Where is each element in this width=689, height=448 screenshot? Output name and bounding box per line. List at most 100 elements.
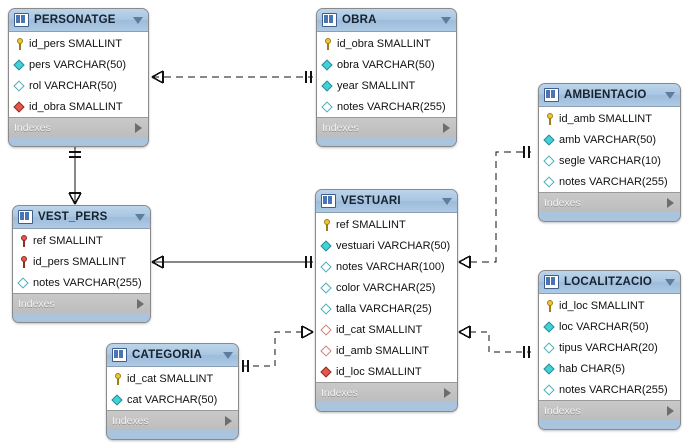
table-obra[interactable]: OBRA id_obra SMALLINT obra VARCHAR(50) y… <box>316 8 457 147</box>
column-row[interactable]: cat VARCHAR(50) <box>107 389 238 410</box>
table-categoria[interactable]: CATEGORIA id_cat SMALLINT cat VARCHAR(50… <box>106 343 239 440</box>
table-footer <box>13 313 150 322</box>
table-header[interactable]: AMBIENTACIO <box>539 84 680 107</box>
column-label: id_amb SMALLINT <box>559 112 652 125</box>
column-row[interactable]: talla VARCHAR(25) <box>316 298 457 319</box>
column-row[interactable]: ref SMALLINT <box>316 214 457 235</box>
column-row[interactable]: color VARCHAR(25) <box>316 277 457 298</box>
table-icon <box>321 194 336 208</box>
table-header[interactable]: VEST_PERS <box>13 206 150 229</box>
relationship-personatge-obra <box>151 70 313 84</box>
table-header[interactable]: PERSONATGE <box>9 9 148 32</box>
table-header[interactable]: CATEGORIA <box>107 344 238 367</box>
relationship-vestuari-categoria <box>241 325 314 372</box>
table-title: VEST_PERS <box>38 211 108 223</box>
column-label: ref SMALLINT <box>33 234 103 247</box>
table-header[interactable]: LOCALITZACIO <box>539 271 680 294</box>
chevron-down-icon[interactable] <box>442 197 452 205</box>
column-label: amb VARCHAR(50) <box>559 133 656 146</box>
column-label: tipus VARCHAR(20) <box>559 341 658 354</box>
relationship-personatge-vest_pers <box>68 145 82 205</box>
column-row[interactable]: id_amb SMALLINT <box>539 108 680 129</box>
table-icon <box>14 13 29 27</box>
column-row[interactable]: amb VARCHAR(50) <box>539 129 680 150</box>
column-label: loc VARCHAR(50) <box>559 320 649 333</box>
column-label: cat VARCHAR(50) <box>127 393 218 406</box>
column-row[interactable]: id_cat SMALLINT <box>316 319 457 340</box>
column-row[interactable]: ref SMALLINT <box>13 230 150 251</box>
column-nullable-icon <box>17 276 29 289</box>
indexes-label: Indexes <box>18 297 55 310</box>
column-list: id_obra SMALLINT obra VARCHAR(50) year S… <box>317 32 456 117</box>
column-row[interactable]: vestuari VARCHAR(50) <box>316 235 457 256</box>
expand-arrow-icon[interactable] <box>137 298 144 309</box>
table-footer <box>317 137 456 146</box>
table-ambientacio[interactable]: AMBIENTACIO id_amb SMALLINT amb VARCHAR(… <box>538 83 681 222</box>
expand-arrow-icon[interactable] <box>135 122 142 133</box>
column-row[interactable]: id_obra SMALLINT <box>9 96 148 117</box>
indexes-label: Indexes <box>14 121 51 134</box>
column-nullable-icon <box>543 154 555 167</box>
indexes-bar[interactable]: Indexes <box>539 192 680 212</box>
column-row[interactable]: segle VARCHAR(10) <box>539 150 680 171</box>
foreign-key-nullable-icon <box>320 344 332 357</box>
table-localitzacio[interactable]: LOCALITZACIO id_loc SMALLINT loc VARCHAR… <box>538 270 681 430</box>
expand-arrow-icon[interactable] <box>667 197 674 208</box>
column-row[interactable]: rol VARCHAR(50) <box>9 75 148 96</box>
column-row[interactable]: notes VARCHAR(255) <box>539 171 680 192</box>
column-row[interactable]: id_cat SMALLINT <box>107 368 238 389</box>
column-row[interactable]: tipus VARCHAR(20) <box>539 337 680 358</box>
chevron-down-icon[interactable] <box>665 91 675 99</box>
column-row[interactable]: notes VARCHAR(255) <box>317 96 456 117</box>
expand-arrow-icon[interactable] <box>667 405 674 416</box>
column-row[interactable]: id_loc SMALLINT <box>316 361 457 382</box>
column-list: id_pers SMALLINT pers VARCHAR(50) rol VA… <box>9 32 148 117</box>
chevron-down-icon[interactable] <box>441 16 451 24</box>
expand-arrow-icon[interactable] <box>225 415 232 426</box>
table-header[interactable]: OBRA <box>317 9 456 32</box>
foreign-key-nullable-icon <box>320 323 332 336</box>
table-personatge[interactable]: PERSONATGE id_pers SMALLINT pers VARCHAR… <box>8 8 149 147</box>
indexes-bar[interactable]: Indexes <box>107 410 238 430</box>
indexes-bar[interactable]: Indexes <box>539 400 680 420</box>
table-header[interactable]: VESTUARI <box>316 190 457 213</box>
column-row[interactable]: notes VARCHAR(255) <box>539 379 680 400</box>
column-row[interactable]: id_pers SMALLINT <box>9 33 148 54</box>
table-icon <box>322 13 337 27</box>
table-vestuari[interactable]: VESTUARI ref SMALLINT vestuari VARCHAR(5… <box>315 189 458 412</box>
column-row[interactable]: obra VARCHAR(50) <box>317 54 456 75</box>
expand-arrow-icon[interactable] <box>443 122 450 133</box>
chevron-down-icon[interactable] <box>135 213 145 221</box>
table-footer <box>316 402 457 411</box>
indexes-label: Indexes <box>544 196 581 209</box>
column-row[interactable]: id_obra SMALLINT <box>317 33 456 54</box>
expand-arrow-icon[interactable] <box>444 387 451 398</box>
primary-key-icon <box>112 372 123 385</box>
table-vest-pers[interactable]: VEST_PERS ref SMALLINT id_pers SMALLINT … <box>12 205 151 323</box>
column-row[interactable]: notes VARCHAR(255) <box>13 272 150 293</box>
column-notnull-icon <box>320 239 332 252</box>
column-nullable-icon <box>13 79 25 92</box>
table-icon <box>544 88 559 102</box>
column-row[interactable]: year SMALLINT <box>317 75 456 96</box>
chevron-down-icon[interactable] <box>133 16 143 24</box>
column-row[interactable]: notes VARCHAR(100) <box>316 256 457 277</box>
chevron-down-icon[interactable] <box>223 351 233 359</box>
indexes-bar[interactable]: Indexes <box>9 117 148 137</box>
column-row[interactable]: id_amb SMALLINT <box>316 340 457 361</box>
table-title: CATEGORIA <box>132 349 202 361</box>
column-row[interactable]: loc VARCHAR(50) <box>539 316 680 337</box>
column-label: rol VARCHAR(50) <box>29 79 117 92</box>
indexes-bar[interactable]: Indexes <box>13 293 150 313</box>
column-row[interactable]: hab CHAR(5) <box>539 358 680 379</box>
column-row[interactable]: id_pers SMALLINT <box>13 251 150 272</box>
column-row[interactable]: pers VARCHAR(50) <box>9 54 148 75</box>
column-label: year SMALLINT <box>337 79 416 92</box>
primary-foreign-key-icon <box>18 234 29 247</box>
chevron-down-icon[interactable] <box>665 278 675 286</box>
indexes-bar[interactable]: Indexes <box>316 382 457 402</box>
indexes-bar[interactable]: Indexes <box>317 117 456 137</box>
column-row[interactable]: id_loc SMALLINT <box>539 295 680 316</box>
column-nullable-icon <box>543 175 555 188</box>
